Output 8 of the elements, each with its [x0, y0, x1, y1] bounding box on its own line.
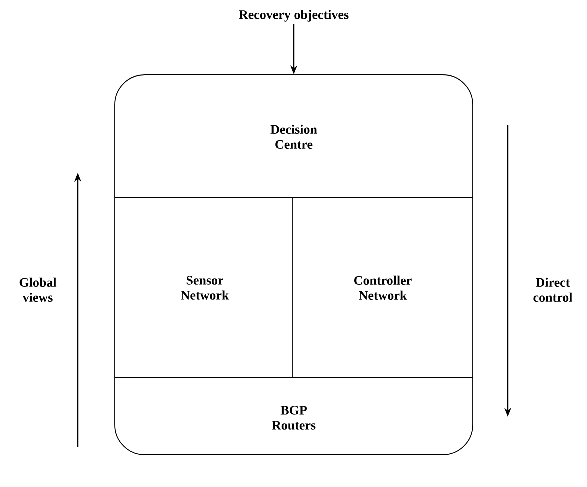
section-label: Decision Centre	[270, 124, 318, 150]
section-label: Sensor Network	[181, 276, 230, 300]
rounded-box	[114, 74, 474, 456]
side-label: Global views	[20, 278, 57, 302]
heading-text: Recovery objectives	[239, 10, 349, 22]
section-label: Controller Network	[354, 276, 412, 300]
side-label: Direct control	[534, 278, 573, 302]
section-label: BGP Routers	[272, 406, 316, 430]
